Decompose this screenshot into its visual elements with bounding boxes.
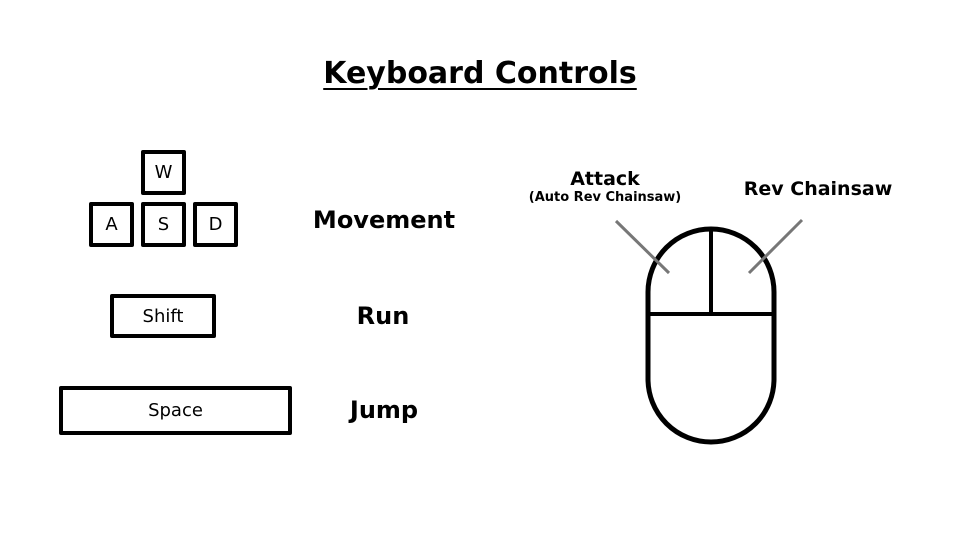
key-d: D: [193, 202, 238, 247]
key-w-label: W: [154, 162, 173, 183]
key-shift-label: Shift: [142, 305, 184, 327]
right-click-label: Rev Chainsaw: [744, 178, 893, 200]
key-a: A: [89, 202, 134, 247]
right-click-action: Rev Chainsaw: [743, 178, 893, 200]
left-click-subaction: (Auto Rev Chainsaw): [528, 190, 682, 205]
left-click-label: Attack (Auto Rev Chainsaw): [529, 168, 682, 205]
page-title-text: Keyboard Controls: [323, 56, 637, 91]
key-s-label: S: [157, 214, 170, 235]
mouse-body: [645, 226, 777, 445]
movement-label: Movement: [312, 206, 456, 234]
page-title: Keyboard Controls: [0, 56, 960, 91]
key-a-label: A: [105, 214, 118, 235]
jump-label: Jump: [349, 396, 419, 424]
key-space-label: Space: [148, 400, 203, 421]
key-space: Space: [59, 386, 292, 435]
key-w: W: [141, 150, 186, 195]
key-s: S: [141, 202, 186, 247]
left-click-action: Attack: [570, 168, 640, 190]
run-label: Run: [356, 302, 410, 330]
right-button-pointer: [747, 218, 804, 275]
key-d-label: D: [208, 214, 223, 235]
left-button-pointer: [614, 219, 671, 275]
key-shift: Shift: [110, 294, 216, 338]
